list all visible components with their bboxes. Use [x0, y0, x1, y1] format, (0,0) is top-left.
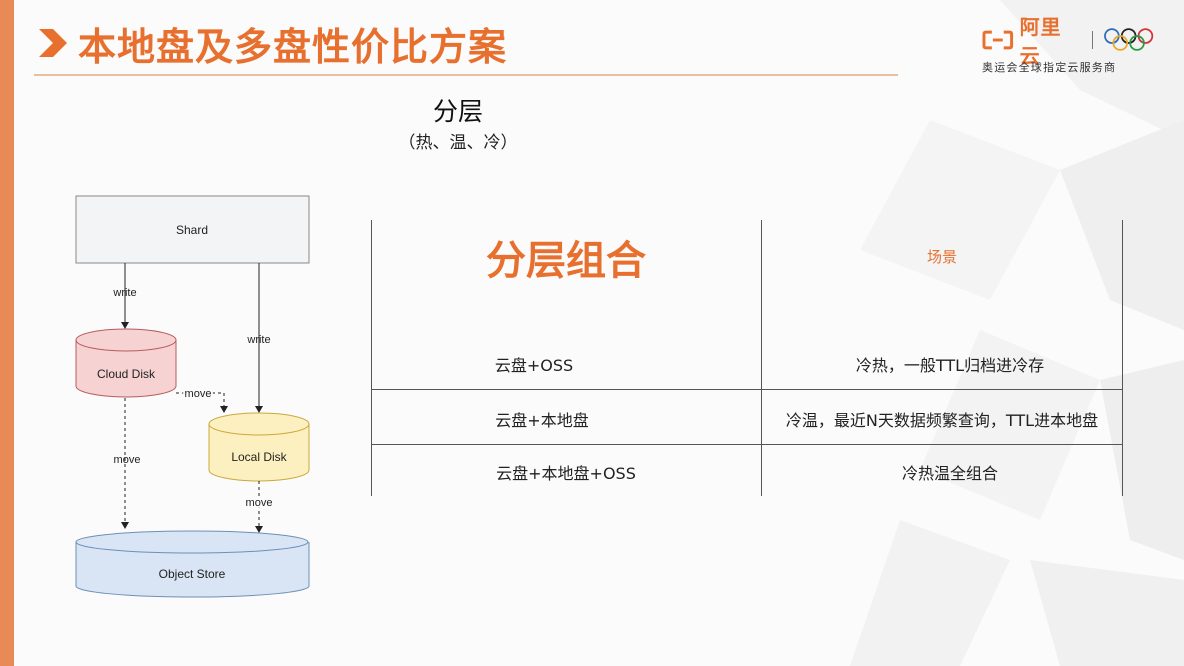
shard-label: Shard: [176, 223, 208, 237]
object-store-node: [75, 530, 310, 598]
shard-node: [75, 195, 310, 264]
storage-tier-diagram: Shard write write Cloud Disk Local Disk …: [66, 188, 326, 606]
aliyun-logo: 阿里云 奥运会全球指定云服务商: [982, 15, 1154, 78]
olympic-rings-icon: [1103, 28, 1153, 51]
table-border-right: [1122, 220, 1123, 496]
table-cell: 云盘+OSS: [494, 356, 574, 375]
logo-tagline: 奥运会全球指定云服务商: [982, 61, 1117, 74]
table-row-divider: [371, 389, 1123, 390]
aliyun-mark-icon: [982, 30, 1014, 50]
table-cell: 冷热，一般TTL归档进冷存: [855, 356, 1045, 375]
logo-divider: [1091, 31, 1093, 49]
edge-move-local-object-label: move: [246, 497, 273, 509]
table-header-combination: 分层组合: [486, 238, 646, 284]
table-cell: 云盘+本地盘: [495, 411, 589, 430]
table-header-scenario: 场景: [926, 248, 957, 266]
edge-move-cloud-local-label: move: [185, 388, 212, 400]
object-store-label: Object Store: [159, 567, 226, 581]
edge-write-cloud-label: write: [112, 287, 136, 299]
local-disk-label: Local Disk: [231, 450, 287, 464]
brand-name: 阿里云: [1019, 15, 1062, 68]
table-cell: 冷温，最近N天数据频繁查询，TTL进本地盘: [785, 411, 1099, 430]
edge-write-local-label: write: [246, 334, 270, 346]
chevron-right-icon: [39, 29, 67, 57]
slide-title: 本地盘及多盘性价比方案: [78, 24, 508, 69]
table-cell: 冷热温全组合: [901, 464, 998, 483]
local-disk-node: [208, 412, 310, 482]
slide-header: 本地盘及多盘性价比方案: [36, 18, 508, 69]
left-accent-bar: [0, 0, 14, 666]
title-underline: [34, 74, 898, 76]
cloud-disk-node: [75, 328, 177, 398]
table-border-left: [371, 220, 372, 496]
table-row-divider: [371, 444, 1123, 445]
table-border-middle: [761, 220, 762, 496]
cloud-disk-label: Cloud Disk: [97, 367, 156, 381]
section-heading: 分层: [432, 97, 483, 126]
table-cell: 云盘+本地盘+OSS: [496, 464, 636, 483]
edge-move-cloud-local: [176, 392, 228, 413]
edge-move-cloud-object-label: move: [114, 454, 141, 466]
section-note: （热、温、冷）: [398, 133, 518, 153]
